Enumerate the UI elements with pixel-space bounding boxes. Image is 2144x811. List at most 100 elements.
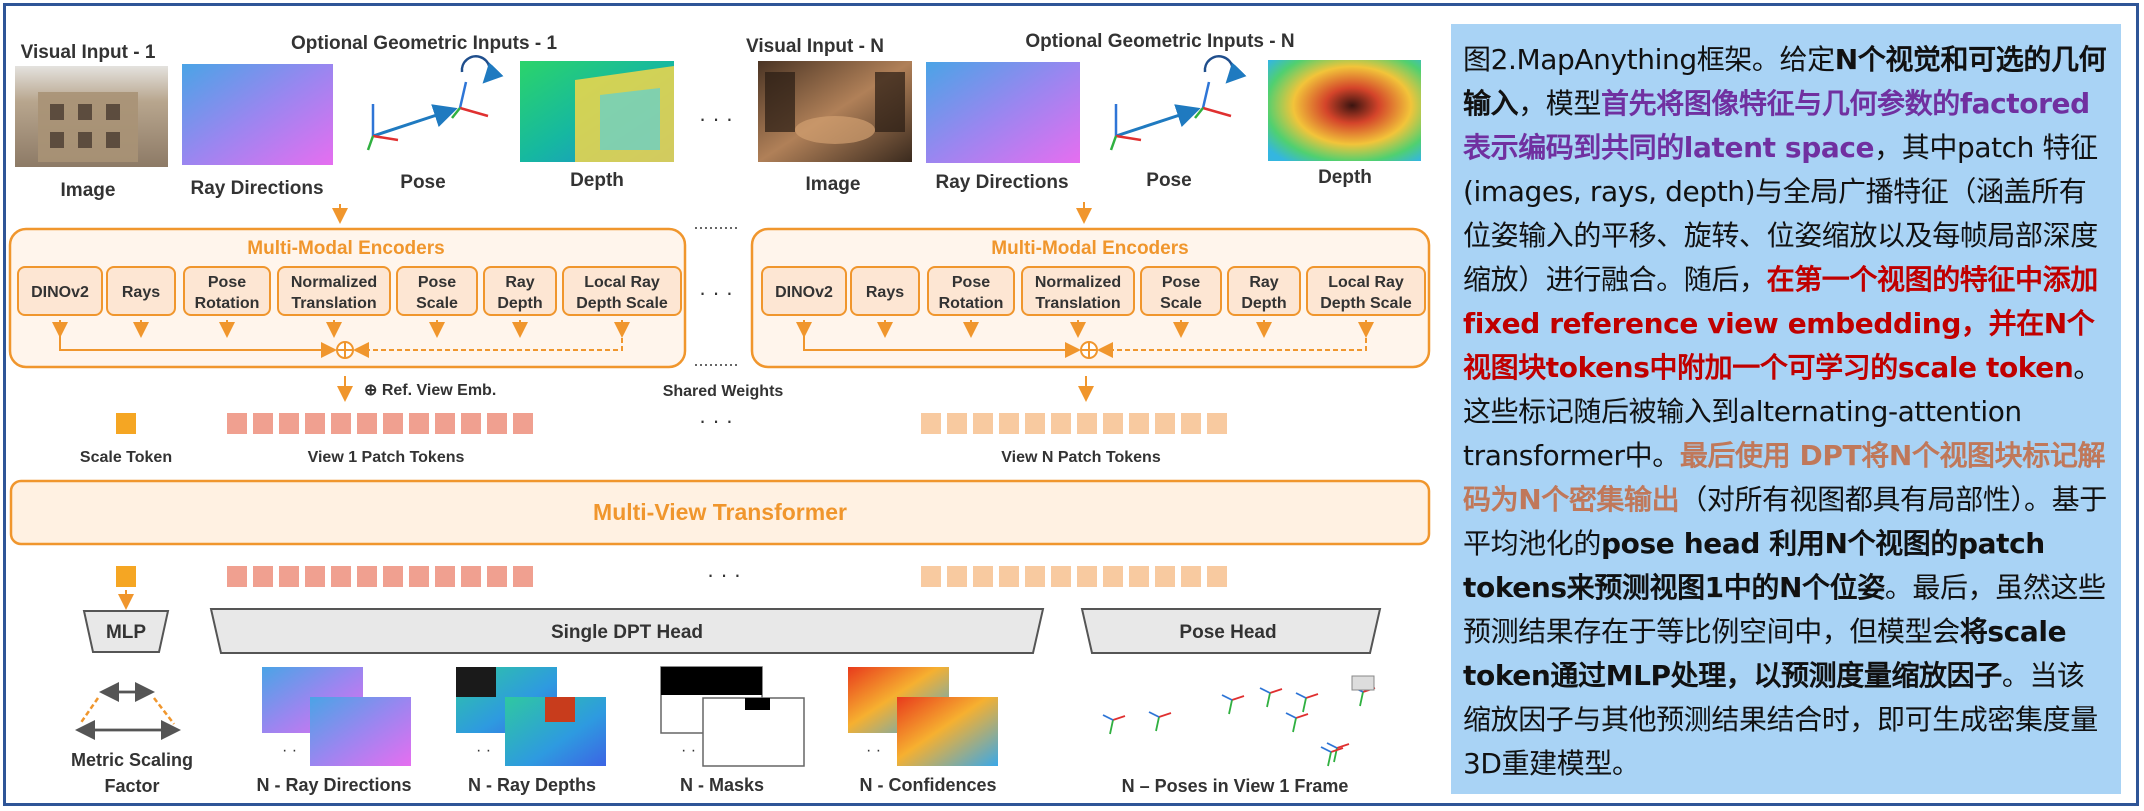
viewN-encoder-label-3-0: Normalized (1035, 274, 1121, 291)
pose-triad-icon (1148, 711, 1172, 732)
mlp-head-label: MLP (106, 622, 146, 643)
viewN-out-token (1025, 566, 1045, 587)
caption-segment: N个视觉和可选的几何输入 (1463, 43, 2107, 120)
figure-frame (3, 3, 2139, 806)
view1-geometric-title: Optional Geometric Inputs - 1 (291, 33, 557, 54)
viewN-dino-path (803, 322, 1081, 358)
tokens-ellipsis: · · · (699, 408, 733, 433)
masks-output-label: N - Masks (680, 775, 764, 795)
view1-depth-thumbnail (520, 61, 674, 162)
view1-encoder-box-1 (106, 266, 176, 316)
viewN-patch-token (1129, 413, 1149, 434)
viewN-out-token (973, 566, 993, 587)
caption-segment: 。最后，虽然这些预测结果存在于等比例空间中，但模型会 (1463, 571, 2106, 648)
view1-patch-token (279, 413, 299, 434)
viewN-depth-label: Depth (1318, 167, 1372, 188)
ray-directions-output-label: N - Ray Directions (256, 775, 411, 795)
view1-encoder-label-6-0: Local Ray (584, 274, 660, 291)
viewN-output-tokens (921, 566, 1227, 587)
view1-encoder-box-4 (396, 266, 478, 316)
viewN-out-token (921, 566, 941, 587)
view1-encoder-label-4-0: Pose (418, 274, 456, 291)
view1-encoder-label-5-1: Depth (497, 295, 542, 312)
view1-out-token (383, 566, 403, 587)
view1-image-label: Image (61, 180, 116, 201)
view1-encoder-box-0 (17, 266, 103, 316)
multi-view-transformer-box (9, 479, 1431, 546)
caption-segment: （对所有视图都具有局部性）。基于平均池化的 (1463, 483, 2107, 560)
scale-token-out (116, 566, 136, 587)
viewN-out-token (947, 566, 967, 587)
view1-encoder-box-5 (483, 266, 557, 316)
viewN-encoder-label-2-1: Rotation (939, 295, 1004, 312)
viewN-patch-token (1103, 413, 1123, 434)
pose-head-label: Pose Head (1179, 622, 1276, 643)
viewN-patch-token (1077, 413, 1097, 434)
view1-out-token (409, 566, 429, 587)
view1-patch-tokens-label: View 1 Patch Tokens (308, 449, 465, 466)
view1-out-token (331, 566, 351, 587)
confidences-output-label: N - Confidences (859, 775, 996, 795)
viewN-visual-input-title: Visual Input - N (746, 36, 884, 57)
viewN-out-token (1129, 566, 1149, 587)
viewN-ray-directions-thumbnail (926, 62, 1080, 163)
caption-segment: 。当该缩放因子与其他预测结果结合时，即可生成密集度量3D重建模型。 (1463, 659, 2098, 780)
viewN-ray-directions-label: Ray Directions (935, 172, 1068, 193)
view1-out-token (305, 566, 325, 587)
view1-encoder-label-3-0: Normalized (291, 274, 377, 291)
encoder-panels: Multi-Modal Encoders Multi-Modal Encoder… (8, 227, 1431, 369)
pose-triad-icon (1285, 712, 1309, 733)
dpt-head (209, 608, 1045, 654)
view1-ray-directions-label: Ray Directions (190, 178, 323, 199)
view1-pose-axes-icon (366, 55, 504, 151)
viewN-depth-thumbnail (1268, 60, 1421, 161)
view1-patch-token (305, 413, 325, 434)
view1-out-token (435, 566, 455, 587)
dpt-head-label: Single DPT Head (551, 622, 703, 643)
ray-directions-output-stack: · · (262, 667, 411, 766)
viewN-pose-label: Pose (1146, 170, 1191, 191)
viewN-out-token (1077, 566, 1097, 587)
view1-global-path (353, 322, 623, 358)
view1-patch-token (383, 413, 403, 434)
viewN-out-token (1103, 566, 1123, 587)
ray-depths-output-stack: · · (456, 667, 606, 766)
poses-output-scatter (1102, 675, 1376, 767)
masks-output-stack: · · (660, 666, 805, 767)
pose-triad-icon (1259, 687, 1283, 708)
viewN-pose-axes-icon (1109, 55, 1247, 151)
view1-encoder-box-2 (183, 266, 271, 316)
architecture-diagram: Visual Input - 1 Optional Geometric Inpu… (8, 31, 1431, 796)
viewN-out-token (999, 566, 1019, 587)
viewN-encoder-label-0-0: DINOv2 (775, 284, 833, 301)
caption-segment: pose head 利用N个视图的patch tokens来预测视图1中的N个位… (1463, 527, 2045, 604)
viewN-encoder-label-6-1: Depth Scale (1320, 295, 1412, 312)
view1-encoder-label-1-0: Rays (122, 284, 160, 301)
viewN-encoder-label-3-1: Translation (1035, 295, 1120, 312)
view1-patch-token (435, 413, 455, 434)
viewN-encoder-box-0 (761, 266, 847, 316)
view1-encoder-label-2-0: Pose (208, 274, 246, 291)
viewN-patch-token (973, 413, 993, 434)
view1-ray-directions-thumbnail (182, 64, 333, 165)
caption-segment: ，模型 (1518, 87, 1602, 120)
viewN-patch-token (1025, 413, 1045, 434)
pose-head (1080, 608, 1382, 654)
svg-text:· ·: · · (866, 742, 881, 759)
caption-segment: 图2.MapAnything框架。给定 (1463, 43, 1835, 76)
viewN-out-token (1207, 566, 1227, 587)
pose-triad-icon (1221, 694, 1245, 715)
reference-camera-icon (1351, 675, 1375, 691)
svg-text:· ·: · · (681, 742, 696, 759)
viewN-patch-token (921, 413, 941, 434)
view1-out-token (513, 566, 533, 587)
view1-encoder-label-3-1: Translation (291, 295, 376, 312)
view1-encoder-box-3 (277, 266, 391, 316)
pose-triad-icon (1102, 714, 1126, 735)
output-tokens-ellipsis: · · · (707, 562, 741, 587)
view1-encoder-box-6 (562, 266, 682, 316)
view1-patch-token (513, 413, 533, 434)
